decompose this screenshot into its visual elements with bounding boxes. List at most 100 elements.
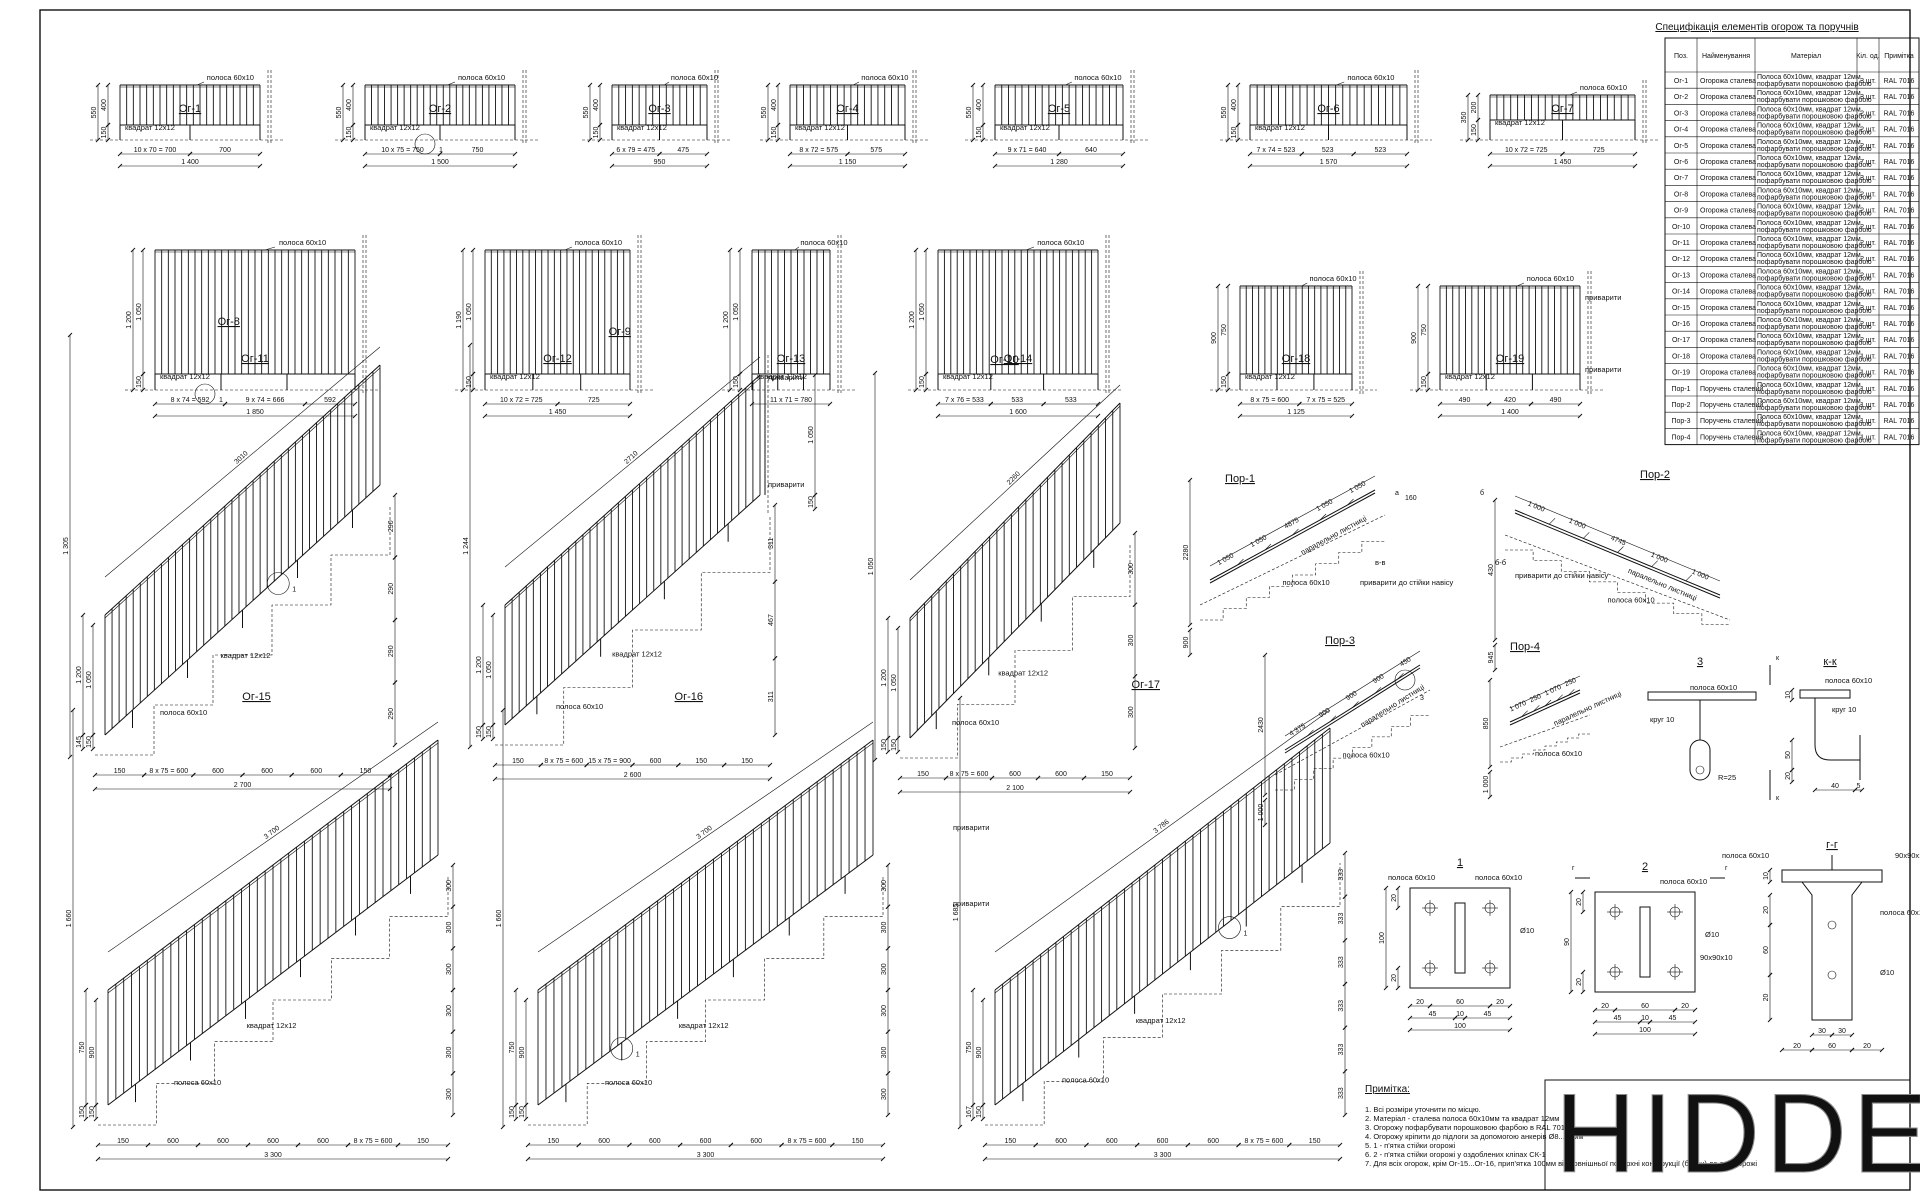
bracket <box>1521 710 1528 717</box>
strip-label: полоса 60х10 <box>1535 749 1582 758</box>
dim-text: 950 <box>654 159 666 166</box>
dim-text: 2 600 <box>624 772 642 779</box>
top-strip <box>909 405 1121 622</box>
bracket <box>1292 528 1299 536</box>
strip-label: полоса 60х10 <box>1037 238 1084 247</box>
slope-dim <box>104 346 381 578</box>
dim-tick <box>523 1102 529 1108</box>
stair-line <box>1499 714 1591 748</box>
dim-tick <box>584 762 590 768</box>
dim-text: 9 х 74 = 666 <box>246 397 285 404</box>
dim-tick <box>1487 794 1493 800</box>
dim-text: 600 <box>1157 1138 1169 1145</box>
dim-text: 290 <box>388 583 395 595</box>
dim-tick <box>1452 1015 1458 1021</box>
dim-tick <box>470 371 476 377</box>
spec-cell: Ог-11 <box>1672 240 1690 247</box>
dim-tick <box>1492 497 1498 503</box>
spec-cell: Ог-6 <box>1674 159 1688 166</box>
spec-cell: 2 шт. <box>1860 127 1876 134</box>
callout-num: 1 <box>292 587 296 594</box>
spec-cell: Огорожа сталева <box>1700 370 1756 377</box>
dim-tick <box>1225 82 1231 88</box>
dim-tick <box>1492 642 1498 648</box>
dim-tick <box>980 1102 986 1108</box>
dim-tick <box>1789 767 1795 773</box>
strip-section <box>1639 906 1651 978</box>
dim-tick <box>1185 1142 1191 1148</box>
dim-tick <box>392 680 398 685</box>
fence-title: Ог-8 <box>218 316 240 328</box>
dim-text: 600 <box>1055 1138 1067 1145</box>
dim-tick <box>1342 894 1348 900</box>
stair-profile <box>95 505 391 756</box>
dim-text: 467 <box>768 614 775 626</box>
dim-tick <box>885 904 891 910</box>
dim-tick <box>872 757 878 763</box>
dim-text: 600 <box>212 768 224 775</box>
spec-cell: Поручень сталевий <box>1700 433 1763 441</box>
dim-tick <box>587 137 593 143</box>
bracket <box>1583 532 1590 539</box>
dim-tick <box>190 772 196 778</box>
dim-text: 1 570 <box>1320 159 1338 166</box>
handrail-strip <box>1647 691 1757 701</box>
spec-cell: Ог-18 <box>1672 353 1690 360</box>
dim-tick <box>982 1142 988 1148</box>
dim-tick <box>1235 122 1241 128</box>
strip-label: полоса 60х10 <box>1660 877 1707 886</box>
dim-text: 1 000 <box>1258 804 1265 822</box>
dim-tick <box>289 772 295 778</box>
dim-tick <box>772 655 778 661</box>
strip-label: полоса 60х10 <box>207 73 254 82</box>
dim-text: 1 050 <box>486 661 493 679</box>
weld-label: приварити <box>953 899 989 908</box>
square-label: квадрат 12х12 <box>943 372 993 381</box>
dim-text: 160 <box>1405 495 1417 502</box>
spec-cell: Полоса 60х10мм, квадрат 12мм <box>1757 398 1861 405</box>
dim-tick <box>1084 1142 1089 1148</box>
spec-header: Кіл. од. <box>1856 52 1879 60</box>
dim-text: 900 <box>89 1047 96 1059</box>
callout-circle <box>414 133 436 155</box>
strip-label: полоса 60х10 <box>1475 873 1522 882</box>
dim-text: 290 <box>388 645 395 657</box>
bracket <box>1568 689 1575 696</box>
dim-tick <box>728 1142 734 1148</box>
dim-tick <box>1465 137 1471 143</box>
dim-tick <box>1395 985 1401 991</box>
dim-tick <box>352 413 358 419</box>
dim-tick <box>350 122 356 128</box>
dim-text: 100 <box>1454 1023 1466 1030</box>
spec-cell: 2 шт. <box>1860 272 1876 279</box>
spec-cell: RAL 7016 <box>1884 110 1915 117</box>
dim-text: 1 500 <box>431 159 449 166</box>
dim-tick <box>480 736 486 742</box>
dim-text: 3 300 <box>697 1152 715 1159</box>
slope-dim <box>107 721 439 953</box>
dim-tick <box>1225 371 1231 377</box>
dim-tick <box>1465 92 1471 98</box>
dim-tick <box>935 413 941 419</box>
dim-tick <box>1437 401 1443 407</box>
dim-tick <box>1134 1142 1140 1148</box>
dim-text: 1 050 <box>891 674 898 692</box>
dim-tick <box>1767 867 1773 873</box>
dim-tick <box>1236 1142 1241 1148</box>
spec-cell: Полоса 60х10мм, квадрат 12мм <box>1757 317 1861 324</box>
dim-tick <box>195 1142 201 1148</box>
dim-text: 333 <box>1338 869 1345 881</box>
dim-tick <box>152 413 158 419</box>
dim-text: 1 050 <box>136 303 143 321</box>
dim-tick <box>90 622 96 628</box>
rail-dim-line <box>1509 675 1581 709</box>
top-strip <box>104 367 381 619</box>
dim-text: 900 <box>1211 332 1218 344</box>
dim-tick <box>923 371 929 377</box>
spec-cell: Полоса 60х10мм, квадрат 12мм <box>1757 171 1861 178</box>
note-item: 4. Огорожу кріпити до підлоги за допомог… <box>1365 1132 1583 1141</box>
top-plate <box>1781 869 1883 883</box>
dim-tick <box>1592 1007 1598 1013</box>
dim-text: 10 х 72 = 725 <box>500 397 543 404</box>
